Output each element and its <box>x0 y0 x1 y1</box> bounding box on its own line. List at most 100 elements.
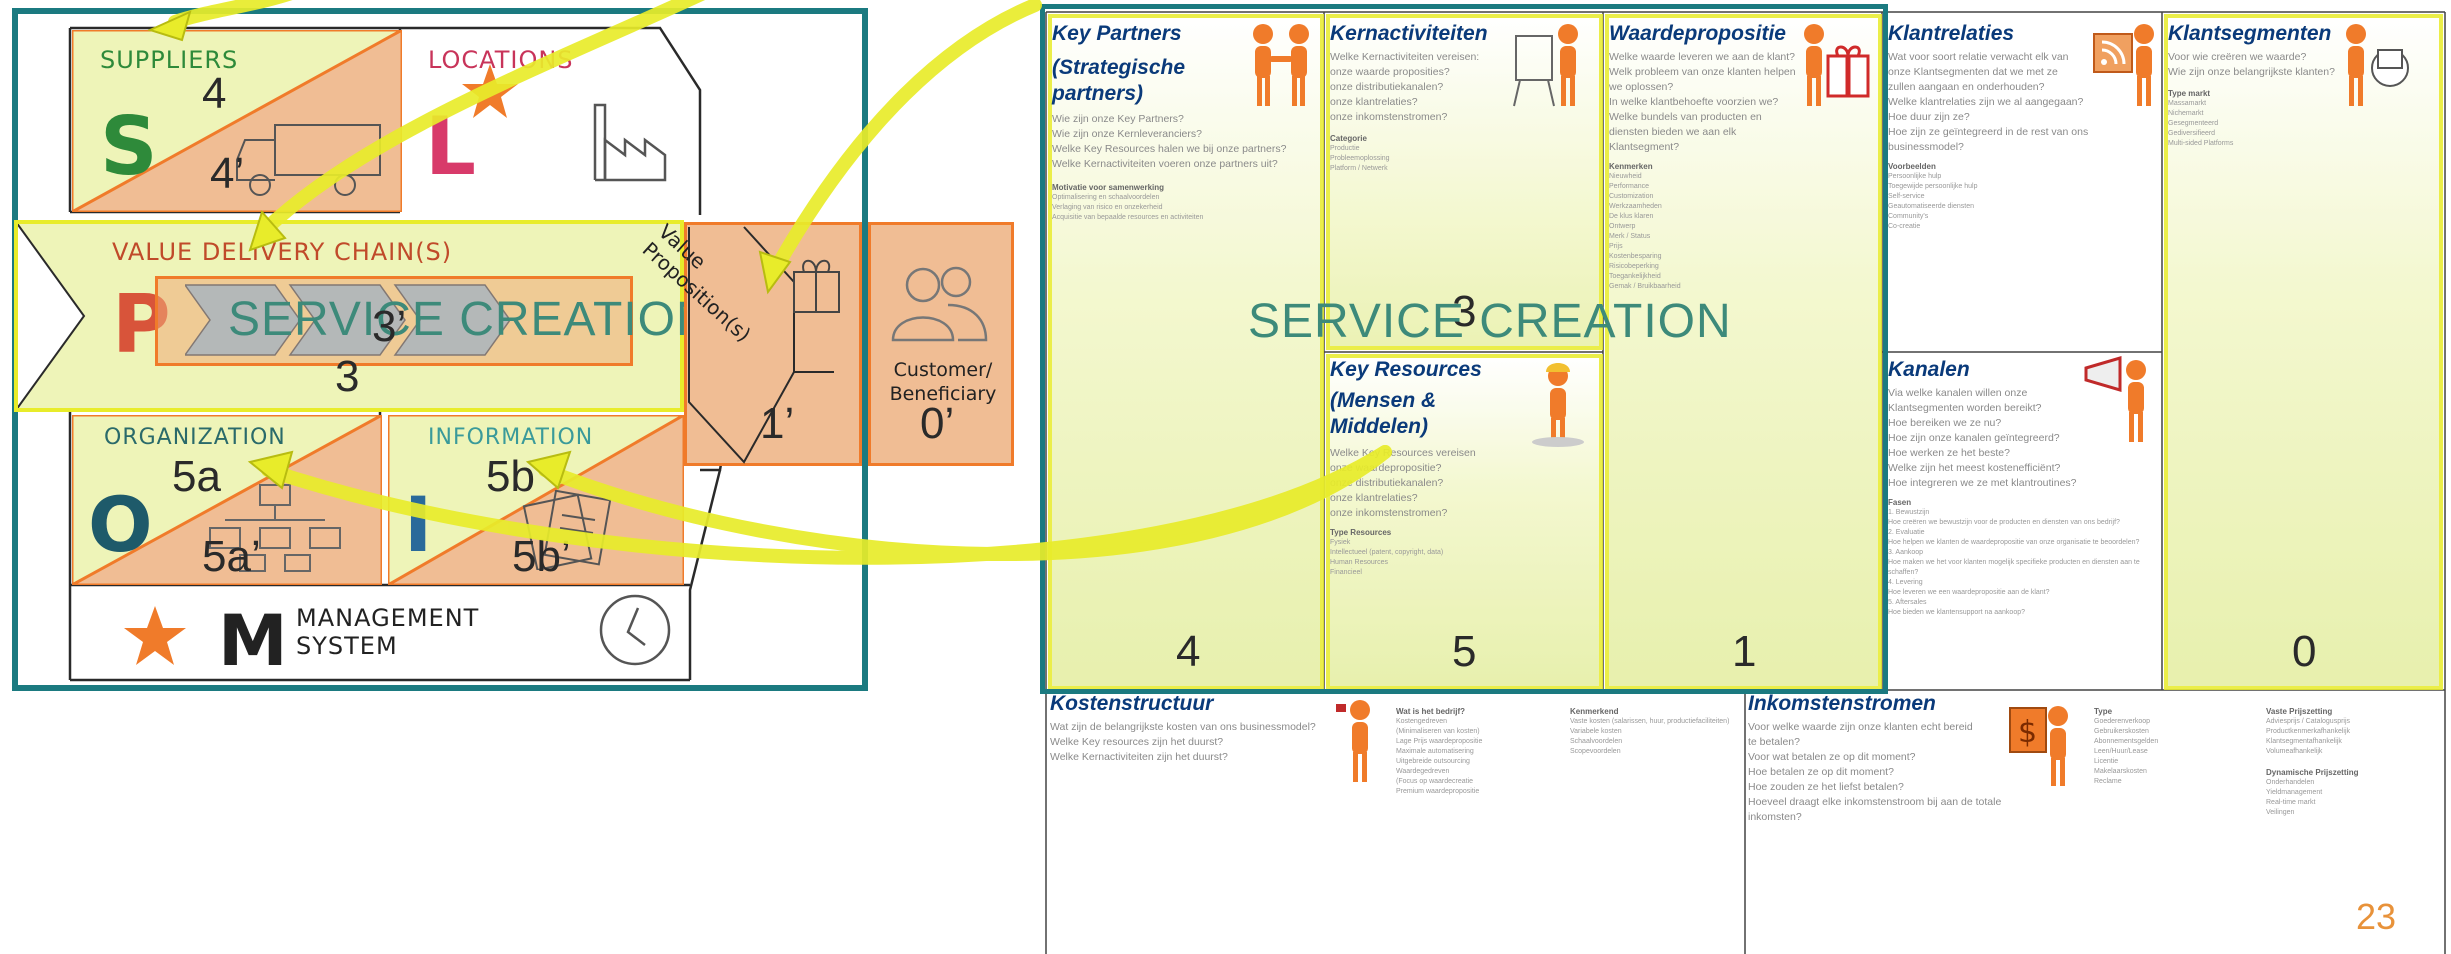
information-letter: I <box>404 480 433 569</box>
sub-item: Veilingen <box>2266 809 2295 816</box>
megaphone-figure-icon <box>2084 356 2146 442</box>
suppliers-letter: S <box>100 100 158 193</box>
sub-item: Productie <box>1330 145 1360 152</box>
sub-item: Schaalvoordelen <box>1570 738 1623 745</box>
sub-item: De klus klaren <box>1609 213 1654 220</box>
sub-item: Prijs <box>1609 243 1623 250</box>
sub-item: Fysiek <box>1330 539 1351 546</box>
question: onze klantrelaties? <box>1330 492 1418 504</box>
customers-icon <box>891 266 988 342</box>
kostenstructuur-col2: Kenmerkend Vaste kosten (salarissen, huu… <box>1570 706 1740 757</box>
question: Welke bundels van producten en diensten … <box>1609 111 1762 153</box>
sub-item: Maximale automatisering <box>1396 748 1474 755</box>
question: Welke klantrelaties zijn we al aangegaan… <box>1888 96 2084 108</box>
sub-heading: Vaste Prijszetting <box>2266 707 2333 716</box>
question: Hoe betalen ze op dit moment? <box>1748 766 1894 778</box>
worker-board-icon <box>1513 24 1578 107</box>
sub-item: Adviesprijs / Catalogusprijs <box>2266 718 2351 725</box>
question: Hoe integreren we ze met klantroutines? <box>1888 477 2077 489</box>
chevrons-icon <box>185 284 511 356</box>
sub-item: Geautomatiseerde diensten <box>1888 203 1974 210</box>
sub-item: Variabele kosten <box>1570 728 1622 735</box>
yellow-pane-klantsegmenten <box>2164 14 2443 690</box>
arrowhead-suppliers <box>147 10 192 42</box>
left-service-creation-label: SERVICE CREATION <box>228 293 712 346</box>
page-number: 23 <box>2356 896 2397 937</box>
waardepropositie-questions: Welke waarde leveren we aan de klant? We… <box>1609 50 1799 292</box>
factory-icon <box>593 103 667 182</box>
klantsegmenten-num: 0 <box>2292 627 2317 676</box>
klantsegmenten-questions: Voor wie creëren we waarde? Wie zijn onz… <box>2168 50 2338 149</box>
key-partners-title: Key Partners <box>1052 22 1182 45</box>
question: Voor wie creëren we waarde? <box>2168 51 2307 63</box>
key-partners-questions: Wie zijn onze Key Partners? Wie zijn onz… <box>1052 112 1312 223</box>
sub-heading: Type markt <box>2168 89 2211 98</box>
sub-item: Persoonlijke hulp <box>1888 173 1942 180</box>
arrowhead-value-prop <box>758 250 792 295</box>
sub-heading: Voorbeelden <box>1888 162 1936 171</box>
builder-figure-icon <box>1532 363 1584 447</box>
sub-item: Lage Prijs waardepropositie <box>1396 738 1483 745</box>
klantrelaties-questions: Wat voor soort relatie verwacht elk van … <box>1888 50 2158 232</box>
sub-heading: Kenmerkend <box>1570 707 1619 716</box>
sub-item: Acquisitie van bepaalde resources en act… <box>1052 214 1204 221</box>
kernactiviteiten-num: 3 <box>1452 287 1477 336</box>
arrow-to-value-prop <box>768 0 1042 277</box>
sub-heading: Type <box>2094 707 2113 716</box>
key-resources-num: 5 <box>1452 627 1477 676</box>
key-resources-subtitle: (Mensen & Middelen) <box>1330 389 1437 438</box>
sub-item: 3. Aankoop <box>1888 549 1924 556</box>
arrow-to-organization <box>261 445 1392 565</box>
sub-item: Performance <box>1609 183 1650 190</box>
sub-item: (Minimaliseren van kosten) <box>1396 728 1480 735</box>
question: Wie zijn onze Key Partners? <box>1052 113 1184 125</box>
suppliers-num: 4 <box>202 69 227 118</box>
sub-heading: Wat is het bedrijf? <box>1396 707 1466 716</box>
yellow-pane-kernactiviteiten <box>1326 14 1603 350</box>
clock-icon <box>599 594 671 666</box>
sub-item: Waardegedreven <box>1396 768 1450 775</box>
question: Welke Kernactiviteiten voeren onze partn… <box>1052 158 1278 170</box>
sub-item: 4. Levering <box>1888 579 1923 586</box>
sub-heading: Dynamische Prijszetting <box>2266 768 2359 777</box>
sub-item: Co-creatie <box>1888 223 1921 230</box>
business-model-canvas: Key Partners (Strategische partners) Wie… <box>1040 0 2451 954</box>
sub-item: Leen/Huur/Lease <box>2094 748 2148 755</box>
sub-item: Merk / Status <box>1609 233 1651 240</box>
gift-figure-icon <box>1804 24 1870 106</box>
arrow-to-suppliers <box>168 0 293 29</box>
klantsegmenten-title: Klantsegmenten <box>2168 22 2332 45</box>
question: Welke waarde leveren we aan de klant? <box>1609 51 1796 63</box>
kostenstructuur-questions: Wat zijn de belangrijkste kosten van ons… <box>1050 720 1350 765</box>
sub-item: Licentie <box>2094 758 2119 765</box>
sub-heading: Categorie <box>1330 134 1367 143</box>
arrowhead-value-delivery <box>248 210 287 252</box>
sub-item: Hoe helpen we klanten de waardepropositi… <box>1888 539 2140 546</box>
management-label: MANAGEMENT SYSTEM <box>296 604 480 660</box>
question: Welke Kernactiviteiten zijn het duurst? <box>1050 751 1228 763</box>
key-partners-subtitle: (Strategische partners) <box>1052 56 1186 105</box>
question: Welke Kernactiviteiten vereisen: <box>1330 51 1480 63</box>
sub-item: Uitgebreide outsourcing <box>1396 758 1470 765</box>
sub-item: Massamarkt <box>2168 100 2207 107</box>
inkomstenstromen-col2: Vaste Prijszetting Adviesprijs / Catalog… <box>2266 706 2426 818</box>
sub-item: Human Resources <box>1330 559 1388 566</box>
suppliers-num-prime: 4’ <box>210 149 245 198</box>
question: Wat zijn de belangrijkste kosten van ons… <box>1050 721 1316 733</box>
sub-item: 1. Bewustzijn <box>1888 509 1930 516</box>
sub-heading: Kenmerken <box>1609 162 1653 171</box>
sub-item: Gesegmenteerd <box>2168 120 2219 127</box>
sub-item: Kostengedreven <box>1396 718 1447 725</box>
information-label: INFORMATION <box>428 425 594 450</box>
key-partners-num: 4 <box>1176 627 1201 676</box>
arrowhead-organization <box>247 450 294 490</box>
sub-item: Nichemarkt <box>2168 110 2204 117</box>
question: Welke Key resources zijn het duurst? <box>1050 736 1224 748</box>
question: Hoeveel draagt elke inkomstenstroom bij … <box>1748 796 2002 823</box>
sub-item: Community's <box>1888 213 1929 220</box>
sub-item: Financieel <box>1330 569 1362 576</box>
kanalen-title: Kanalen <box>1888 358 1970 381</box>
sub-item: Volumeafhankelijk <box>2266 748 2323 755</box>
svg-text:$: $ <box>2018 715 2037 750</box>
sub-item: Vaste kosten (salarissen, huur, producti… <box>1570 718 1730 725</box>
